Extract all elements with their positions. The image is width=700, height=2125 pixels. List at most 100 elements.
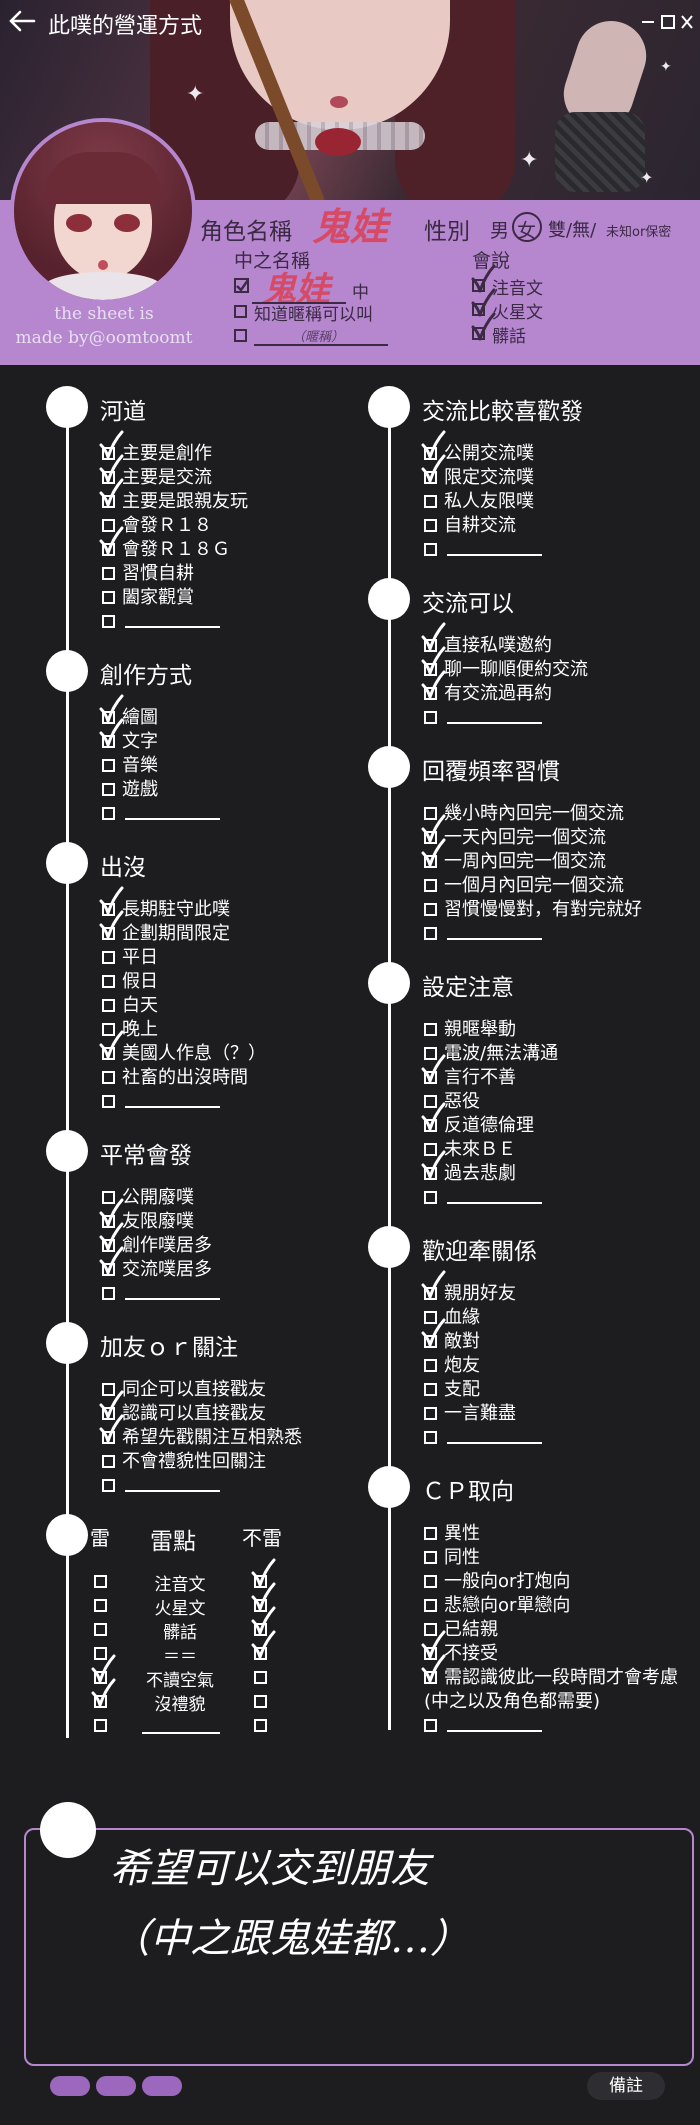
- checkbox-box[interactable]: [424, 855, 437, 868]
- checkbox-box[interactable]: [424, 1047, 437, 1060]
- checkbox-box[interactable]: [102, 1287, 115, 1300]
- checkbox-item-4[interactable]: 會發Ｒ１８Ｇ: [102, 538, 230, 562]
- checkbox-box[interactable]: [472, 303, 485, 316]
- back-arrow-icon[interactable]: [8, 9, 36, 33]
- checkbox-item-1[interactable]: 文字: [102, 730, 158, 754]
- checkbox-item-4[interactable]: [102, 1282, 220, 1306]
- checkbox-mine[interactable]: [94, 1575, 107, 1588]
- checkbox-item-7[interactable]: (中之以及角色都需要): [424, 1690, 600, 1714]
- checkbox-item-1[interactable]: 聊一聊順便約交流: [424, 658, 588, 682]
- checkbox-box[interactable]: [424, 1575, 437, 1588]
- checkbox-item-0[interactable]: 同企可以直接戳友: [102, 1378, 266, 1402]
- notes-box[interactable]: [24, 1828, 694, 2066]
- checkbox-mine[interactable]: [94, 1647, 107, 1660]
- checkbox-box[interactable]: [424, 471, 437, 484]
- checkbox-item-0[interactable]: 繪圖: [102, 706, 158, 730]
- checkbox-box[interactable]: [102, 903, 115, 916]
- checkbox-box[interactable]: [102, 807, 115, 820]
- checkbox-item-2[interactable]: 私人友限噗: [424, 490, 534, 514]
- checkbox-box[interactable]: [102, 1455, 115, 1468]
- checkbox-box[interactable]: [102, 711, 115, 724]
- checkbox-box[interactable]: [102, 951, 115, 964]
- checkbox-item-1[interactable]: 一天內回完一個交流: [424, 826, 606, 850]
- checkbox-box[interactable]: [102, 1239, 115, 1252]
- checkbox-item-5[interactable]: 習慣自耕: [102, 562, 194, 586]
- checkbox-box[interactable]: [102, 615, 115, 628]
- checkbox-box[interactable]: [472, 327, 485, 340]
- checkbox-item-2[interactable]: 有交流過再約: [424, 682, 552, 706]
- checkbox-box[interactable]: [102, 543, 115, 556]
- checkbox-item-2[interactable]: 一周內回完一個交流: [424, 850, 606, 874]
- checkbox-item-4[interactable]: [102, 1474, 220, 1498]
- checkbox-box[interactable]: [424, 639, 437, 652]
- checkbox-item-8[interactable]: [424, 1714, 542, 1738]
- checkbox-box[interactable]: [102, 927, 115, 940]
- checkbox-item-5[interactable]: [424, 922, 542, 946]
- checkbox-box[interactable]: [424, 831, 437, 844]
- checkbox-box[interactable]: [424, 543, 437, 556]
- checkbox-box[interactable]: [424, 1671, 437, 1684]
- checkbox-item-8[interactable]: [102, 1090, 220, 1114]
- checkbox-item-3[interactable]: 交流噗居多: [102, 1258, 212, 1282]
- checkbox-item-0[interactable]: 公開交流噗: [424, 442, 534, 466]
- checkbox-box[interactable]: [424, 1095, 437, 1108]
- checkbox-box[interactable]: [424, 927, 437, 940]
- checkbox-item-3[interactable]: 自耕交流: [424, 514, 516, 538]
- tag-pill[interactable]: [142, 2076, 182, 2096]
- checkbox-box[interactable]: [102, 1071, 115, 1084]
- checkbox-item-6[interactable]: 過去悲劇: [424, 1162, 516, 1186]
- checkbox-ok[interactable]: [254, 1647, 267, 1660]
- checkbox-item-4[interactable]: [424, 538, 542, 562]
- checkbox-box[interactable]: [424, 447, 437, 460]
- checkbox-box[interactable]: [424, 1407, 437, 1420]
- checkbox-item-1[interactable]: 血緣: [424, 1306, 480, 1330]
- checkbox-box[interactable]: [424, 1647, 437, 1660]
- checkbox-item-2[interactable]: 敵對: [424, 1330, 480, 1354]
- checkbox-box[interactable]: [424, 807, 437, 820]
- checkbox-mine[interactable]: [94, 1671, 107, 1684]
- checkbox-box[interactable]: [424, 1383, 437, 1396]
- checkbox-box[interactable]: [424, 663, 437, 676]
- checkbox-box[interactable]: [102, 1263, 115, 1276]
- checkbox-box[interactable]: [424, 1143, 437, 1156]
- checkbox-item-5[interactable]: 未來ＢＥ: [424, 1138, 516, 1162]
- checkbox-box[interactable]: [424, 1023, 437, 1036]
- checkbox-ok[interactable]: [254, 1719, 267, 1732]
- checkbox-item-2[interactable]: 音樂: [102, 754, 158, 778]
- checkbox-ok[interactable]: [254, 1599, 267, 1612]
- checkbox-box[interactable]: [424, 519, 437, 532]
- checkbox-mine[interactable]: [94, 1695, 107, 1708]
- checkbox-box[interactable]: [102, 1407, 115, 1420]
- checkbox-box[interactable]: [424, 1623, 437, 1636]
- checkbox-box[interactable]: [102, 1023, 115, 1036]
- checkbox-box[interactable]: [102, 783, 115, 796]
- checkbox-item-0[interactable]: 親暱舉動: [424, 1018, 516, 1042]
- checkbox-box[interactable]: [102, 1383, 115, 1396]
- nickname-option[interactable]: 知道暱稱可以叫: [234, 300, 373, 325]
- checkbox-box[interactable]: [424, 879, 437, 892]
- checkbox-item-4[interactable]: 白天: [102, 994, 158, 1018]
- checkbox-box[interactable]: [424, 1719, 437, 1732]
- checkbox-box[interactable]: [424, 1599, 437, 1612]
- checkbox-item-5[interactable]: 不接受: [424, 1642, 498, 1666]
- checkbox-item-1[interactable]: 同性: [424, 1546, 480, 1570]
- checkbox-item-4[interactable]: 支配: [424, 1378, 480, 1402]
- checkbox-ok[interactable]: [254, 1671, 267, 1684]
- checkbox-item-2[interactable]: 創作噗居多: [102, 1234, 212, 1258]
- window-controls-icon[interactable]: [640, 12, 696, 32]
- checkbox-item-6[interactable]: [424, 1426, 542, 1450]
- checkbox-item-4[interactable]: 反道德倫理: [424, 1114, 534, 1138]
- checkbox-box[interactable]: [424, 687, 437, 700]
- checkbox-item-3[interactable]: 會發Ｒ１８: [102, 514, 212, 538]
- checkbox-box[interactable]: [424, 1335, 437, 1348]
- checkbox-box[interactable]: [102, 1047, 115, 1060]
- checkbox-box[interactable]: [424, 903, 437, 916]
- checkbox-box[interactable]: [424, 1287, 437, 1300]
- checkbox-item-0[interactable]: 直接私噗邀約: [424, 634, 552, 658]
- checkbox-box[interactable]: [424, 1359, 437, 1372]
- checkbox-item-5[interactable]: 一言難盡: [424, 1402, 516, 1426]
- checkbox-item-3[interactable]: 不會禮貌性回關注: [102, 1450, 266, 1474]
- checkbox-ok[interactable]: [254, 1623, 267, 1636]
- checkbox-box[interactable]: [424, 711, 437, 724]
- checkbox-item-2[interactable]: 言行不善: [424, 1066, 516, 1090]
